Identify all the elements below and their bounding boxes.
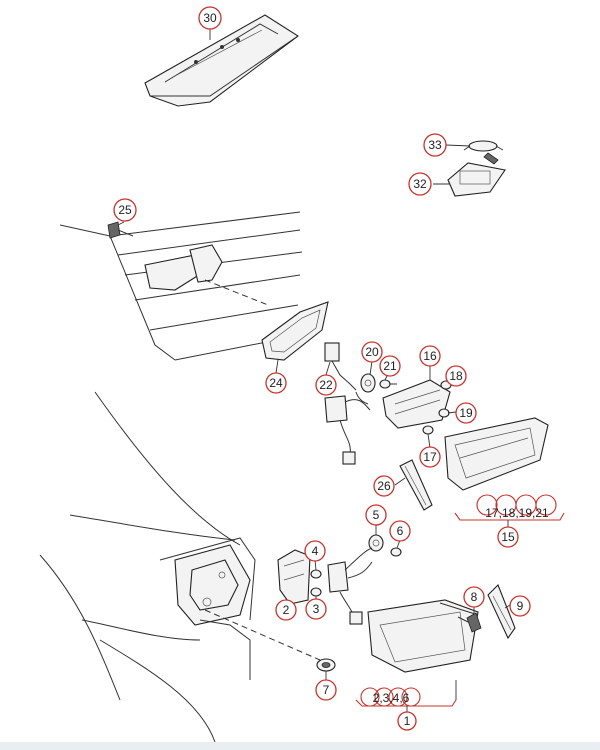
bulb-part-21	[379, 379, 397, 389]
callout-label-6: 6	[397, 524, 404, 538]
callout-label-33: 33	[428, 138, 442, 152]
bulb-part-4	[310, 569, 322, 579]
callout-3[interactable]: 3	[305, 598, 327, 620]
callout-label-26: 26	[377, 479, 391, 493]
callout-label-7: 7	[323, 683, 330, 697]
wiring-harness-part-22	[324, 342, 371, 465]
callout-6[interactable]: 6	[389, 520, 411, 542]
callout-21[interactable]: 21	[379, 355, 401, 377]
callout-label-22: 22	[319, 378, 333, 392]
socket-part-20	[360, 373, 376, 393]
callout-label-19: 19	[459, 406, 473, 420]
callout-label-25: 25	[118, 203, 132, 217]
callout-30[interactable]: 30	[198, 6, 222, 30]
callout-26[interactable]: 26	[373, 475, 395, 497]
bulb-holder-part-2	[277, 549, 311, 605]
callout-label-17: 17	[423, 450, 437, 464]
gasket-part-9	[487, 584, 516, 640]
callout-19[interactable]: 19	[455, 402, 477, 424]
callout-label-4: 4	[312, 544, 319, 558]
trunk-lid-body	[59, 211, 303, 361]
screw-part-8	[457, 612, 482, 633]
bulb-part-33	[463, 140, 504, 165]
callout-25[interactable]: 25	[113, 198, 137, 222]
callout-label-15: 15	[501, 530, 515, 544]
gasket-part-24	[261, 301, 329, 361]
callout-label-24: 24	[269, 376, 283, 390]
callout-17[interactable]: 17	[419, 446, 441, 468]
callout-label-9: 9	[517, 599, 524, 613]
callout-1[interactable]: 1	[397, 711, 417, 731]
outer-tail-light-part-1	[367, 599, 479, 673]
bulb-holder-part-16	[382, 379, 452, 435]
group-label-1: 2,3,4,6	[360, 687, 421, 707]
callout-32[interactable]: 32	[408, 172, 432, 196]
callout-24[interactable]: 24	[265, 372, 287, 394]
grommet-part-7	[316, 658, 336, 672]
callout-label-30: 30	[203, 11, 217, 25]
callout-8[interactable]: 8	[463, 586, 485, 608]
callout-label-3: 3	[313, 602, 320, 616]
callout-label-21: 21	[383, 359, 397, 373]
callout-label-20: 20	[365, 345, 379, 359]
group-members-15: 17,18,19,21	[485, 506, 549, 520]
callout-2[interactable]: 2	[275, 599, 297, 621]
callout-4[interactable]: 4	[304, 540, 326, 562]
callout-5[interactable]: 5	[365, 504, 387, 526]
callout-9[interactable]: 9	[509, 595, 531, 617]
wiring-harness-lower	[327, 547, 373, 625]
callout-15[interactable]: 15	[497, 526, 519, 548]
callout-label-8: 8	[471, 590, 478, 604]
callout-22[interactable]: 22	[315, 374, 337, 396]
group-label-15: 17,18,19,21	[476, 494, 557, 520]
bulb-part-3	[310, 587, 322, 597]
callout-label-32: 32	[413, 177, 427, 191]
callout-18[interactable]: 18	[445, 365, 467, 387]
group-members-1: 2,3,4,6	[373, 691, 410, 705]
callout-label-1: 1	[404, 714, 411, 728]
group-bracket-1	[355, 680, 457, 712]
bulb-part-6	[390, 547, 402, 557]
callout-33[interactable]: 33	[423, 133, 447, 157]
callout-16[interactable]: 16	[419, 345, 441, 367]
callout-label-18: 18	[449, 369, 463, 383]
callout-label-16: 16	[423, 349, 437, 363]
inner-tail-light-part-15	[444, 417, 549, 491]
screw-part-25	[107, 221, 134, 239]
plate-light-part-32	[447, 162, 506, 197]
callout-7[interactable]: 7	[315, 679, 337, 701]
trim-strip-part-26	[399, 459, 433, 511]
callout-label-2: 2	[283, 603, 290, 617]
callout-label-5: 5	[373, 508, 380, 522]
brake-light-part-30	[144, 14, 299, 107]
callout-20[interactable]: 20	[361, 341, 383, 363]
rear-quarter-body	[39, 391, 321, 743]
footer-band	[0, 742, 600, 750]
